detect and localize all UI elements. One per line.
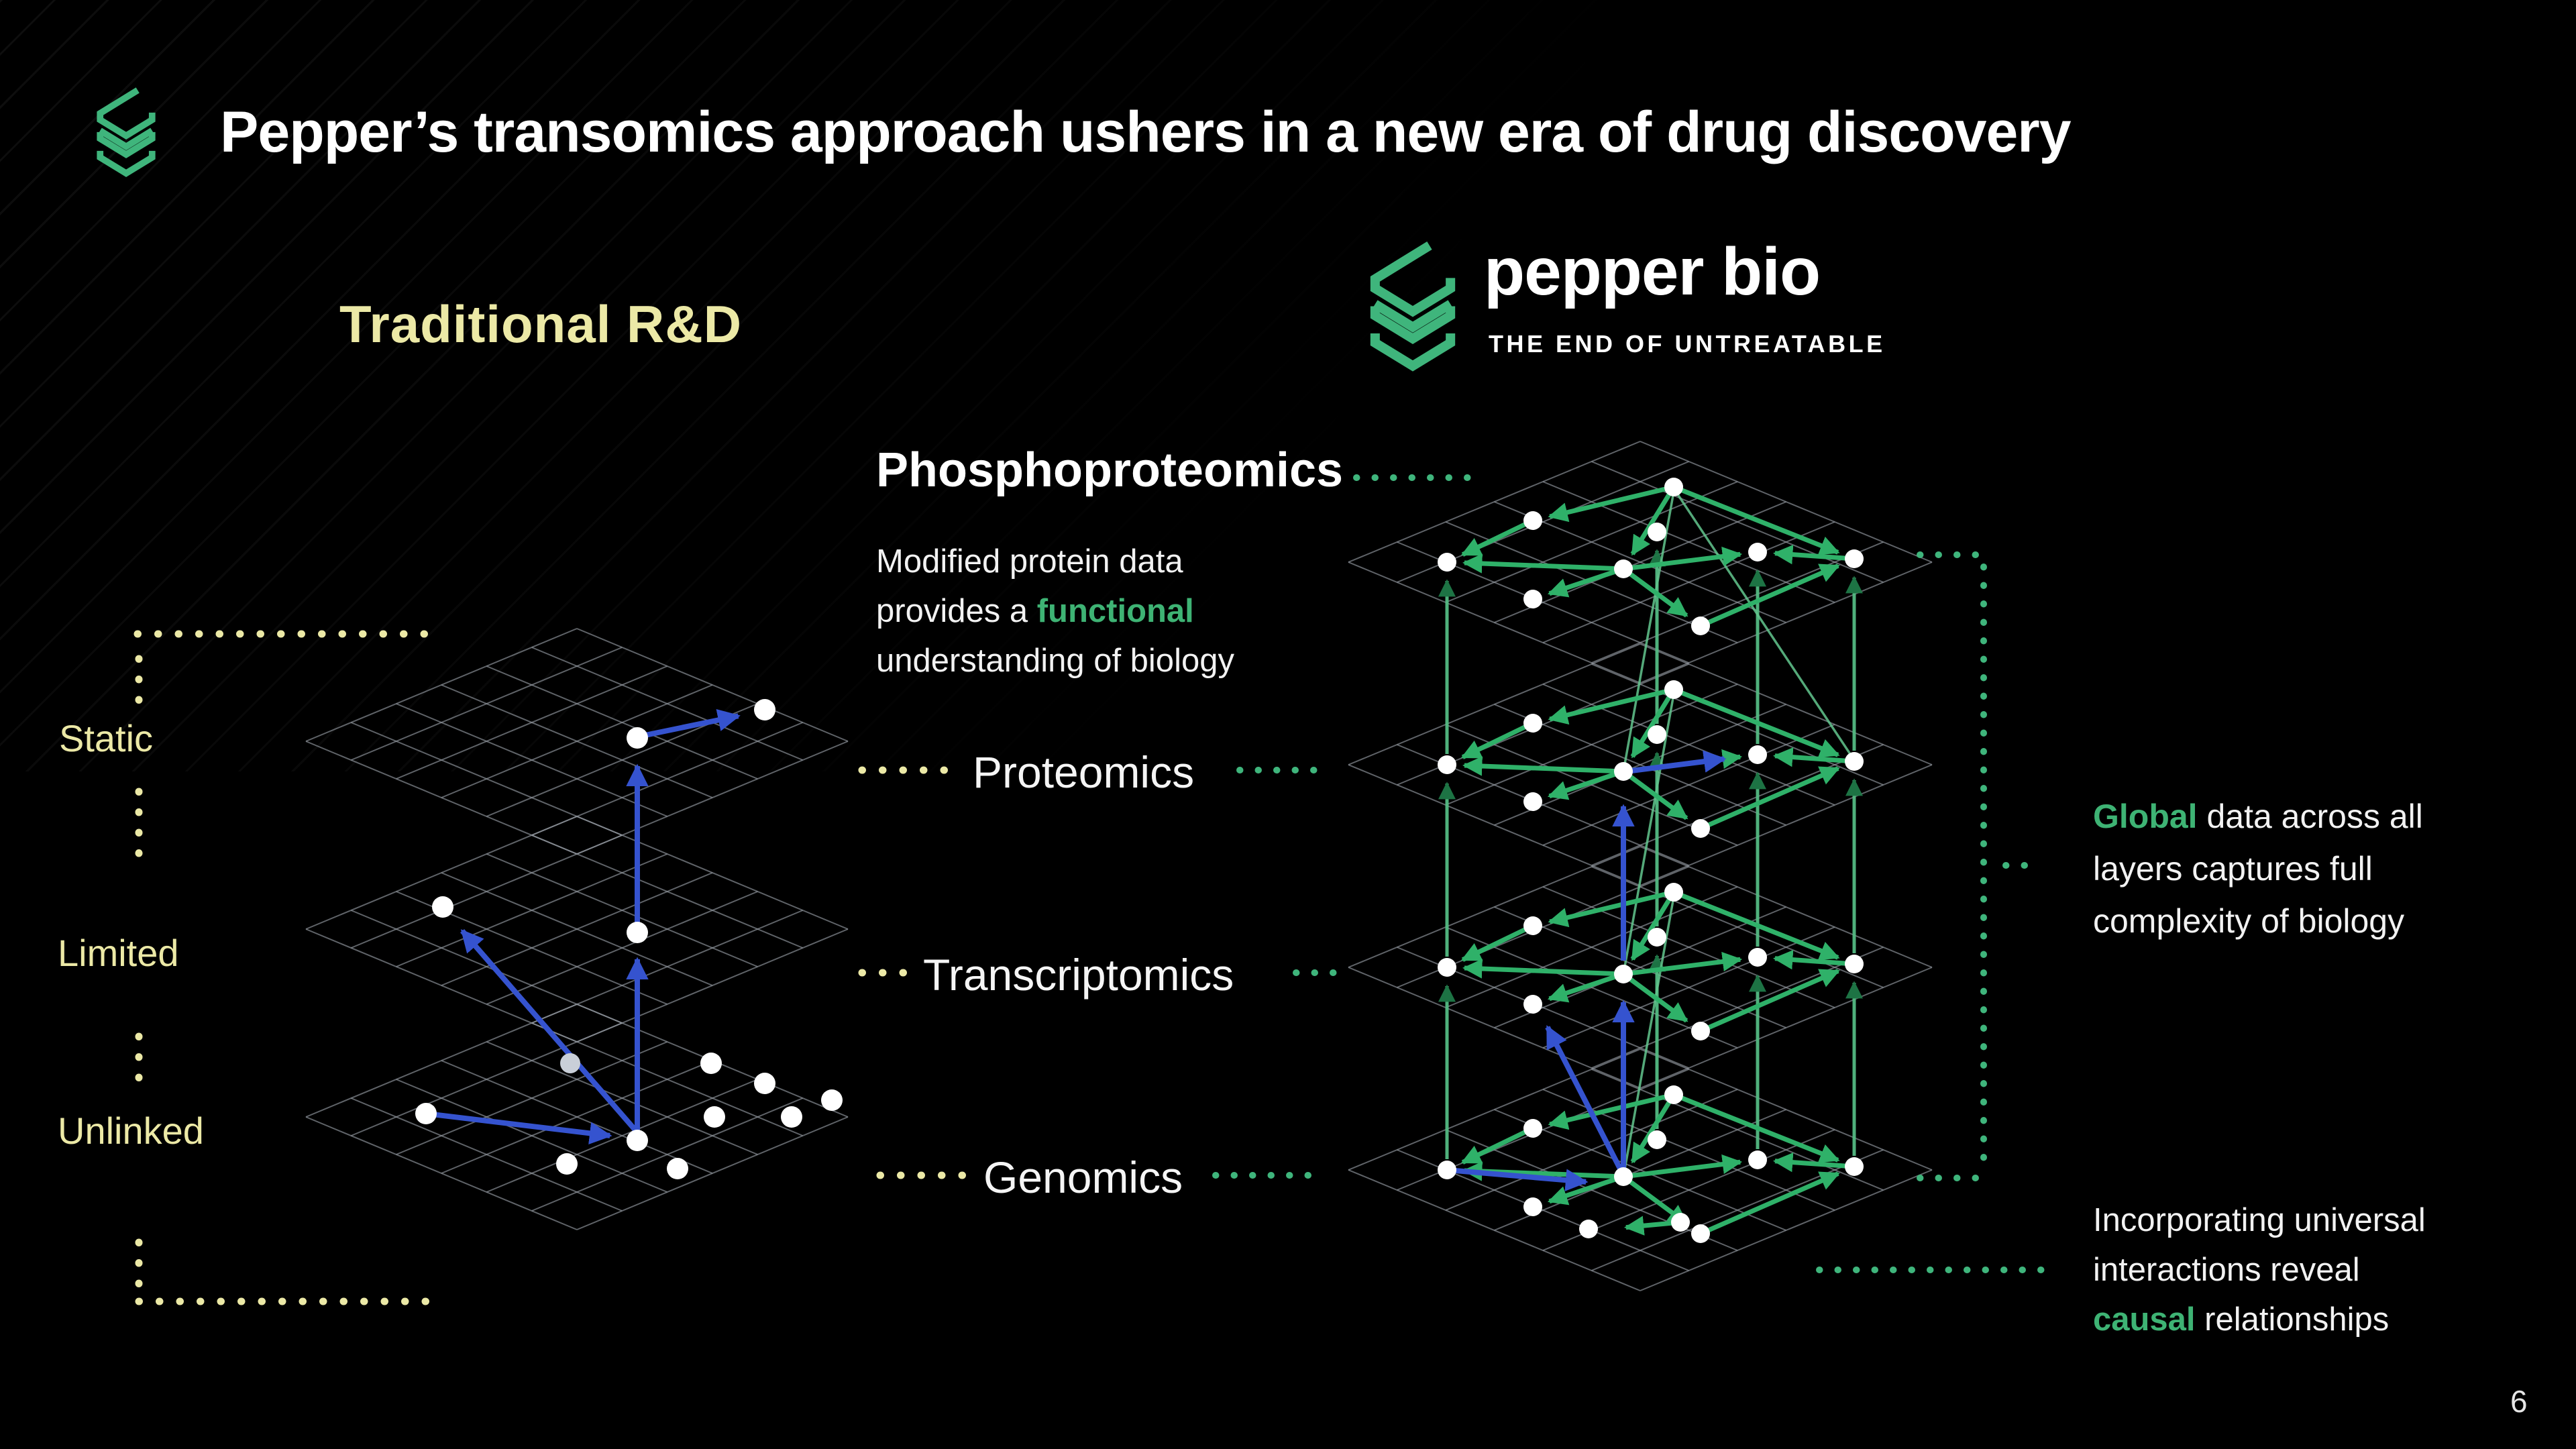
layer-label-transcriptomics: Transcriptomics [923,950,1234,1000]
global-data-note: Global data across all layers captures f… [2093,790,2423,947]
page-number: 6 [2510,1384,2528,1419]
note-highlight-global: Global [2093,798,2198,835]
layer-label-proteomics: Proteomics [973,747,1195,797]
layer-label-phosphoproteomics: Phosphoproteomics [876,443,1344,497]
blue-interaction-arrows [425,708,1727,1191]
causal-line2: interactions reveal [2093,1252,2360,1288]
note-highlight-causal: causal [2093,1301,2196,1338]
axis-label-static: Static [59,717,154,759]
axis-label-unlinked: Unlinked [58,1110,204,1152]
data-point-nodes [415,478,1864,1243]
pepper-logo-icon [97,87,156,177]
desc-line3: understanding of biology [876,643,1234,679]
phosphoproteomics-description: Modified protein data provides a functio… [876,537,1234,686]
slide-title: Pepper’s transomics approach ushers in a… [220,100,2072,164]
pepper-bio-logo-icon [1370,241,1456,372]
interlayer-vertical-links [1438,549,1863,1159]
global-line3: complexity of biology [2093,902,2405,940]
causal-line1: Incorporating universal [2093,1202,2426,1238]
traditional-rd-heading: Traditional R&D [339,294,743,354]
diagonal-hatch-decoration [0,0,1610,771]
global-line1: data across all [2197,798,2423,835]
layer-label-genomics: Genomics [983,1152,1183,1202]
green-interaction-arrows [1460,484,1855,1236]
desc-highlight-functional: functional [1036,593,1194,629]
causal-relationships-note: Incorporating universal interactions rev… [2093,1195,2426,1344]
global-line2: layers captures full [2093,850,2373,888]
axis-label-limited: Limited [58,932,179,974]
pepper-bio-wordmark: pepper bio [1484,234,1821,309]
pepper-bio-tagline: THE END OF UNTREATABLE [1489,330,1886,358]
causal-line3: relationships [2195,1301,2390,1338]
interlayer-diagonal-links [1622,488,1856,1177]
desc-line2: provides a [876,593,1037,629]
desc-line1: Modified protein data [876,543,1183,580]
